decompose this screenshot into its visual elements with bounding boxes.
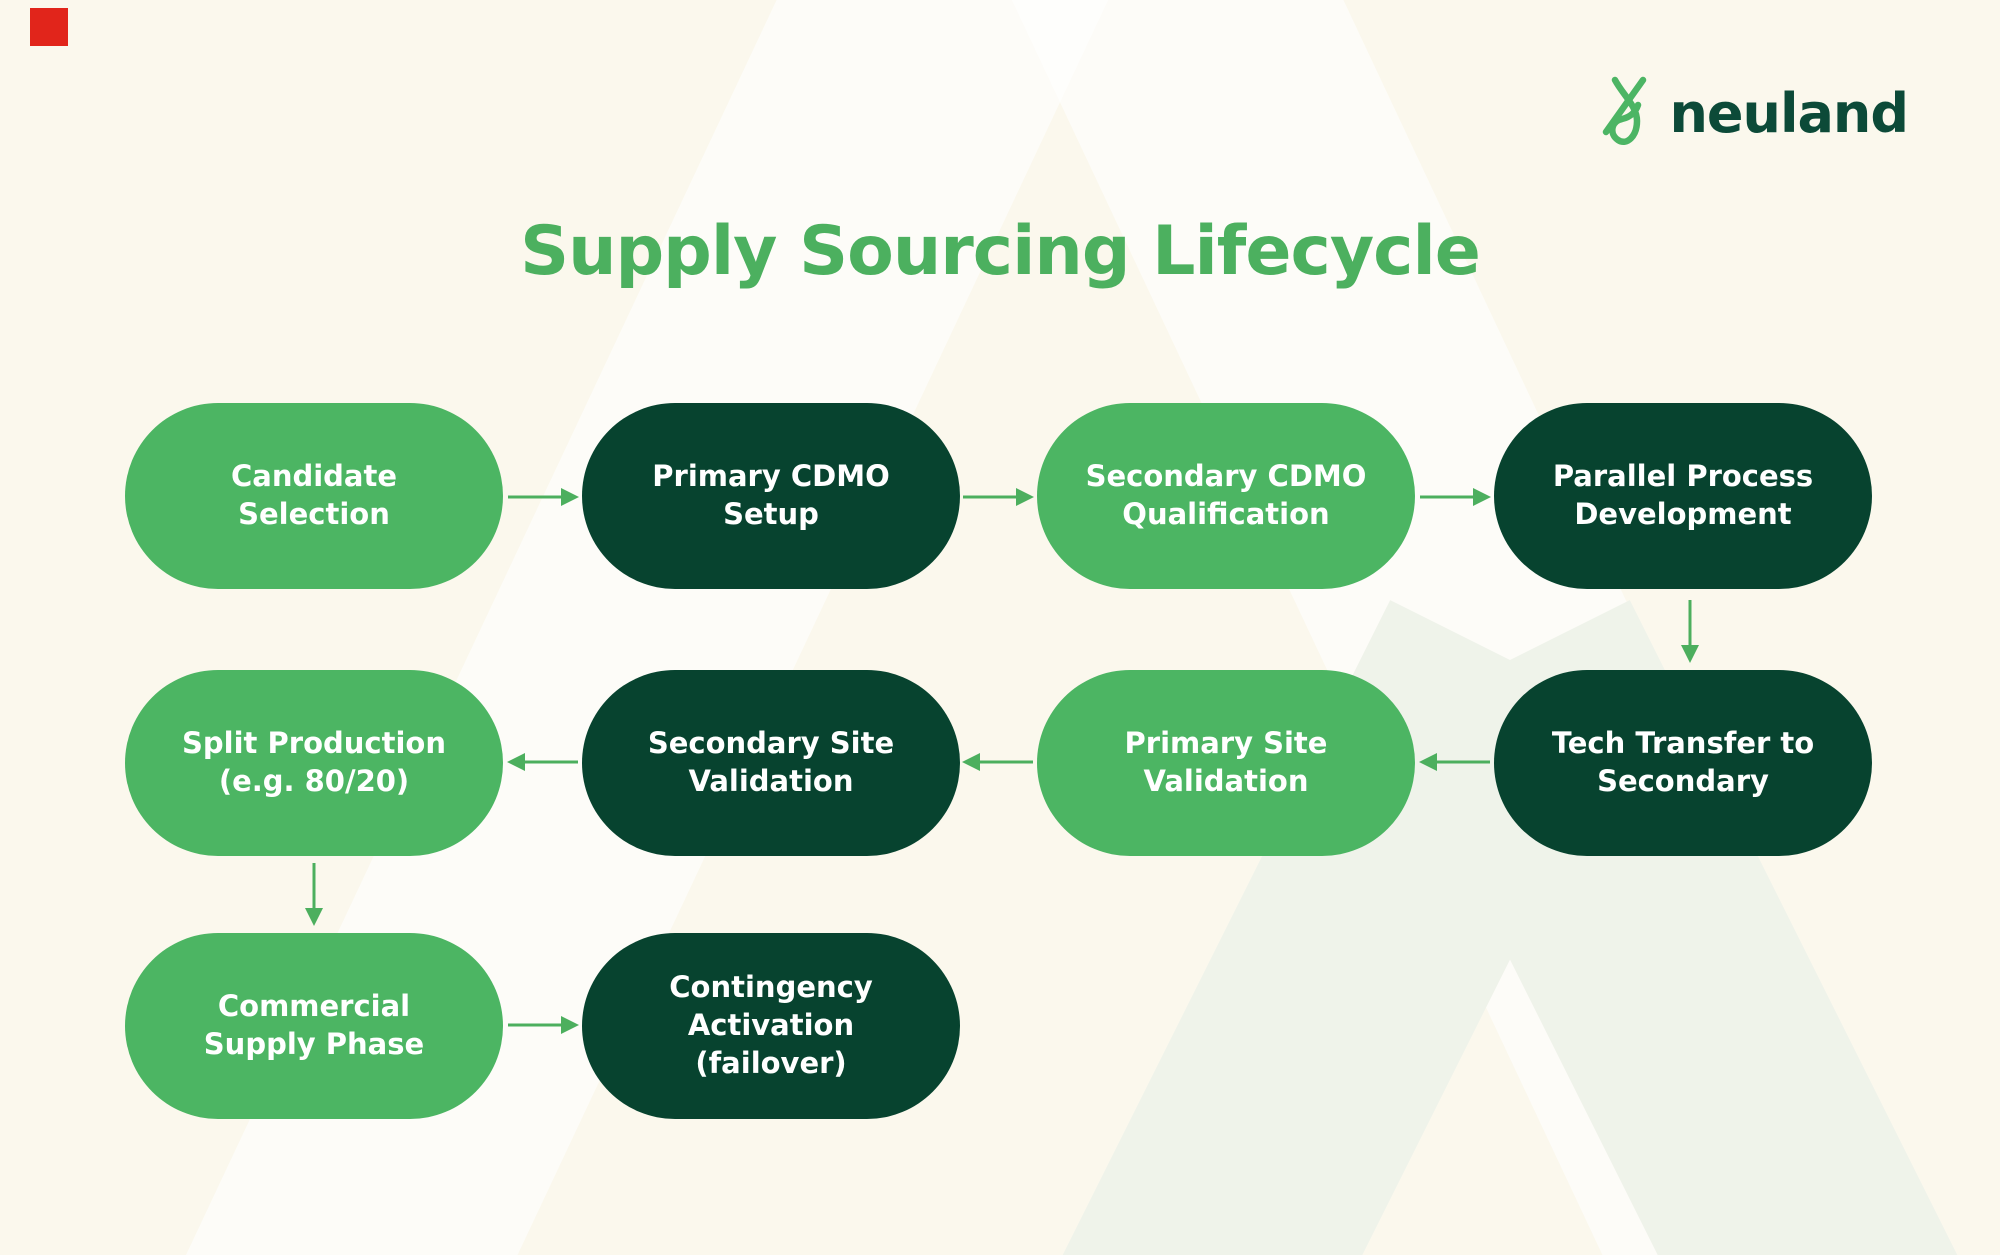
flow-arrow-left-icon — [962, 753, 1033, 771]
flow-arrow-right-icon — [508, 1016, 579, 1034]
flow-arrow-down-icon — [1681, 600, 1699, 663]
page-title: Supply Sourcing Lifecycle — [520, 212, 1481, 291]
flow-arrow-right-icon — [963, 488, 1034, 506]
neuland-logo-icon — [1603, 76, 1647, 145]
flow-arrow-right-icon — [1420, 488, 1491, 506]
flow-arrow-left-icon — [507, 753, 578, 771]
brand-name: neuland — [1669, 82, 1909, 145]
flow-arrow-left-icon — [1419, 753, 1490, 771]
node-split-production: Split Production(e.g. 80/20) — [125, 670, 503, 856]
flow-arrow-right-icon — [508, 488, 579, 506]
red-corner-marker — [30, 8, 68, 46]
brand-logo: neuland — [1601, 76, 1909, 152]
node-label: Split Production(e.g. 80/20) — [182, 726, 446, 798]
flow-arrow-down-icon — [305, 863, 323, 926]
